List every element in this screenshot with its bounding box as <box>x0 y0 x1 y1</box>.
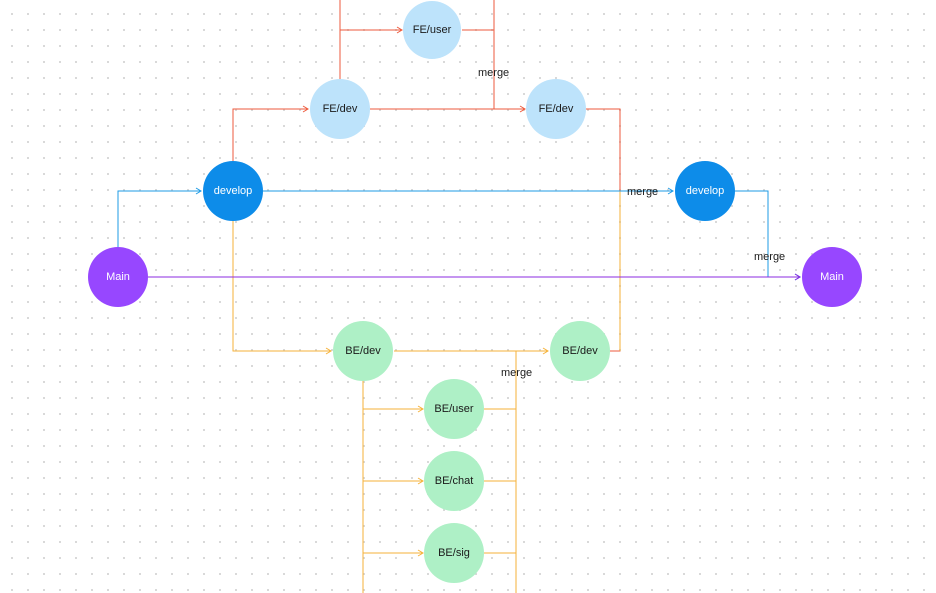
node-label: FE/user <box>413 24 452 36</box>
node-label: BE/dev <box>345 345 381 357</box>
dev-edge-main-to-develop <box>117 187 202 248</box>
node-label: FE/dev <box>323 103 358 115</box>
node-label: BE/sig <box>438 547 470 559</box>
node-label: FE/dev <box>539 103 574 115</box>
node-develop-left[interactable]: develop <box>203 161 263 221</box>
node-label: develop <box>686 185 725 197</box>
merge-label-main: merge <box>754 251 785 263</box>
node-be-dev-left[interactable]: BE/dev <box>333 321 393 381</box>
be-edge-develop-to-bedev <box>232 221 332 355</box>
node-label: Main <box>106 271 130 283</box>
fe-edge-fedev-to-develop <box>586 108 621 352</box>
node-label: BE/user <box>434 403 473 415</box>
node-label: Main <box>820 271 844 283</box>
dev-edge-develop-to-main <box>735 190 801 281</box>
node-main-right[interactable]: Main <box>802 247 862 307</box>
node-develop-right[interactable]: develop <box>675 161 735 221</box>
node-fe-dev-left[interactable]: FE/dev <box>310 79 370 139</box>
node-fe-dev-right[interactable]: FE/dev <box>526 79 586 139</box>
node-be-chat[interactable]: BE/chat <box>424 451 484 511</box>
node-be-dev-right[interactable]: BE/dev <box>550 321 610 381</box>
node-be-sig[interactable]: BE/sig <box>424 523 484 583</box>
merge-label-fe: merge <box>478 67 509 79</box>
fe-edge-develop-to-fedev <box>232 105 309 161</box>
merge-label-be: merge <box>501 367 532 379</box>
node-label: develop <box>214 185 253 197</box>
node-be-user[interactable]: BE/user <box>424 379 484 439</box>
node-label: BE/dev <box>562 345 598 357</box>
node-fe-user[interactable]: FE/user <box>403 1 461 59</box>
merge-label-develop: merge <box>627 186 658 198</box>
node-main-left[interactable]: Main <box>88 247 148 307</box>
node-label: BE/chat <box>435 475 474 487</box>
